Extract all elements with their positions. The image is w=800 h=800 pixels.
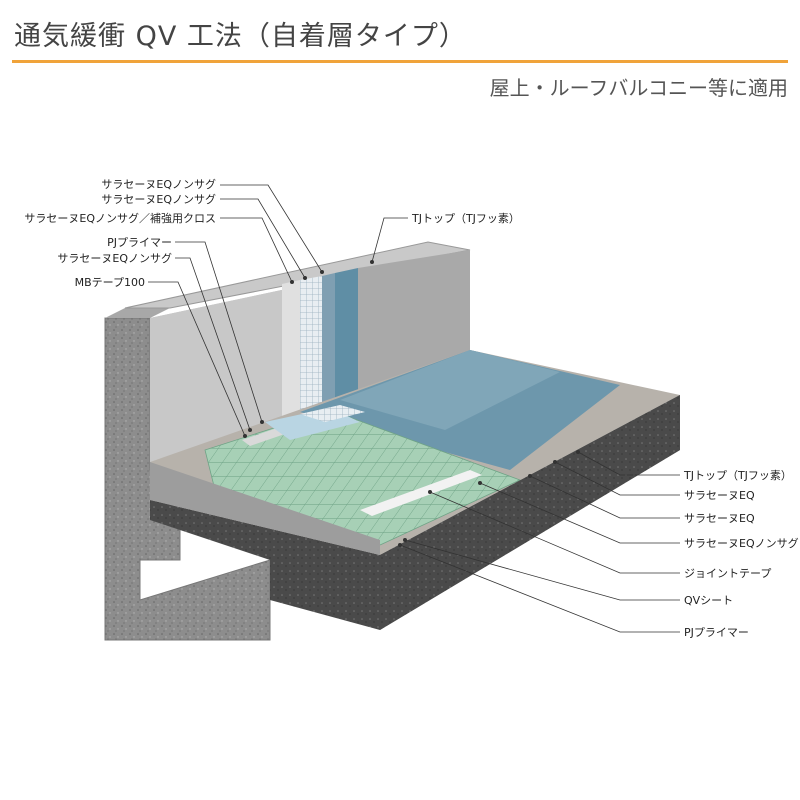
label-right-2: サラセーヌEQ <box>684 489 755 502</box>
label-right-1: TJトップ（TJフッ素） <box>684 469 792 482</box>
joint-tape <box>360 470 482 516</box>
accent-divider <box>12 60 788 63</box>
label-right-4: サラセーヌEQノンサグ <box>684 537 799 550</box>
label-left-2: サラセーヌEQノンサグ <box>101 193 216 206</box>
label-top-right: TJトップ（TJフッ素） <box>412 212 520 225</box>
label-right-6: QVシート <box>684 594 734 607</box>
label-left-1: サラセーヌEQノンサグ <box>101 178 216 191</box>
wall-nonsag-layer <box>322 273 335 404</box>
label-right-5: ジョイントテープ <box>684 567 772 580</box>
slab-front <box>150 395 680 630</box>
label-right-7: PJプライマー <box>684 626 749 639</box>
label-left-5: サラセーヌEQノンサグ <box>57 252 172 265</box>
label-left-4: PJプライマー <box>107 236 172 249</box>
wall-reinforce-cloth <box>300 276 322 412</box>
wall-topcoat <box>335 268 358 400</box>
leader-lines <box>148 184 680 633</box>
label-right-3: サラセーヌEQ <box>684 512 755 525</box>
label-left-3: サラセーヌEQノンサグ／補強用クロス <box>24 212 216 225</box>
wall-cloth-layer <box>282 280 300 418</box>
leader-dots <box>243 260 580 547</box>
page-subtitle: 屋上・ルーフバルコニー等に適用 <box>489 76 788 100</box>
page-title: 通気緩衝 QV 工法（自着層タイプ） <box>14 21 467 52</box>
label-left-6: MBテープ100 <box>74 276 145 289</box>
